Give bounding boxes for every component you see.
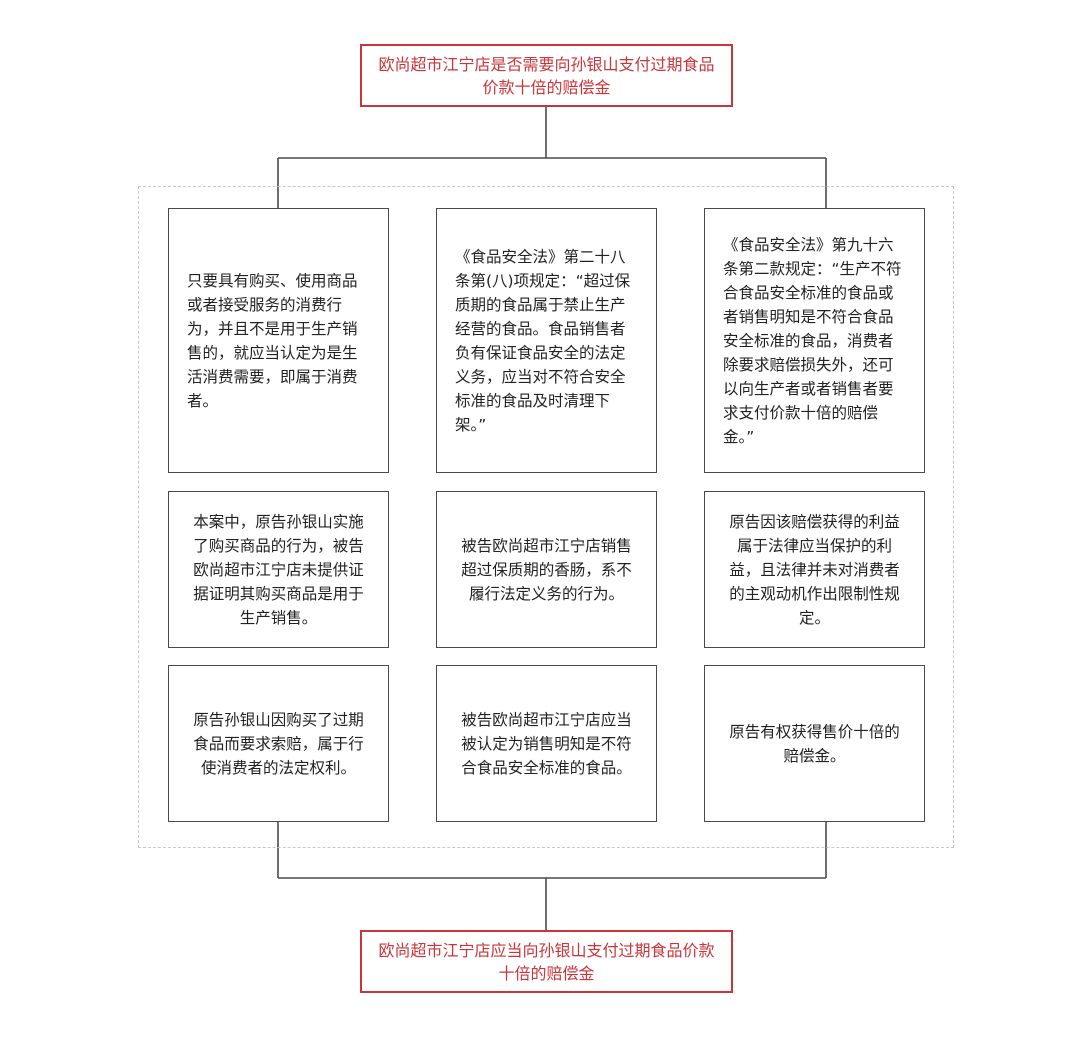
conclusion-text: 欧尚超市江宁店应当向孙银山支付过期食品价款十倍的赔偿金 xyxy=(378,940,715,983)
box-row2-col3: 原告因该赔偿获得的利益属于法律应当保护的利益，且法律并未对消费者的主观动机作出限… xyxy=(704,491,925,648)
box-row2-col1: 本案中，原告孙银山实施了购买商品的行为，被告欧尚超市江宁店未提供证据证明其购买商… xyxy=(168,491,389,648)
question-text: 欧尚超市江宁店是否需要向孙银山支付过期食品价款十倍的赔偿金 xyxy=(378,54,715,97)
food-safety-law-art96-text: 《食品安全法》第九十六条第二款规定：“生产不符合食品安全标准的食品或者销售明知是… xyxy=(723,235,902,446)
food-safety-law-art28-text: 《食品安全法》第二十八条第(八)项规定：“超过保质期的食品属于禁止生产经营的食品… xyxy=(455,247,631,434)
box-row3-col3: 原告有权获得售价十倍的赔偿金。 xyxy=(704,665,925,822)
consumer-right-conclusion-text: 原告孙银山因购买了过期食品而要求索赔，属于行使消费者的法定权利。 xyxy=(193,710,364,777)
plaintiff-interest-fact-text: 原告因该赔偿获得的利益属于法律应当保护的利益，且法律并未对消费者的主观动机作出限… xyxy=(729,512,900,627)
box-row2-col2: 被告欧尚超市江宁店销售超过保质期的香肠，系不履行法定义务的行为。 xyxy=(436,491,657,648)
box-row3-col2: 被告欧尚超市江宁店应当被认定为销售明知是不符合食品安全标准的食品。 xyxy=(436,665,657,822)
box-row1-col2: 《食品安全法》第二十八条第(八)项规定：“超过保质期的食品属于禁止生产经营的食品… xyxy=(436,208,657,473)
defendant-violation-fact-text: 被告欧尚超市江宁店销售超过保质期的香肠，系不履行法定义务的行为。 xyxy=(461,536,632,603)
question-box: 欧尚超市江宁店是否需要向孙银山支付过期食品价款十倍的赔偿金 xyxy=(360,44,733,107)
plaintiff-purchase-fact-text: 本案中，原告孙银山实施了购买商品的行为，被告欧尚超市江宁店未提供证据证明其购买商… xyxy=(193,512,364,627)
consumer-definition-text: 只要具有购买、使用商品或者接受服务的消费行为，并且不是用于生产销售的，就应当认定… xyxy=(187,271,358,410)
reasoning-group-frame xyxy=(138,186,954,848)
box-row1-col1: 只要具有购买、使用商品或者接受服务的消费行为，并且不是用于生产销售的，就应当认定… xyxy=(168,208,389,473)
knowing-sale-conclusion-text: 被告欧尚超市江宁店应当被认定为销售明知是不符合食品安全标准的食品。 xyxy=(461,710,632,777)
conclusion-box: 欧尚超市江宁店应当向孙银山支付过期食品价款十倍的赔偿金 xyxy=(360,930,733,993)
box-row1-col3: 《食品安全法》第九十六条第二款规定：“生产不符合食品安全标准的食品或者销售明知是… xyxy=(704,208,925,473)
tenfold-compensation-conclusion-text: 原告有权获得售价十倍的赔偿金。 xyxy=(729,722,900,765)
box-row3-col1: 原告孙银山因购买了过期食品而要求索赔，属于行使消费者的法定权利。 xyxy=(168,665,389,822)
